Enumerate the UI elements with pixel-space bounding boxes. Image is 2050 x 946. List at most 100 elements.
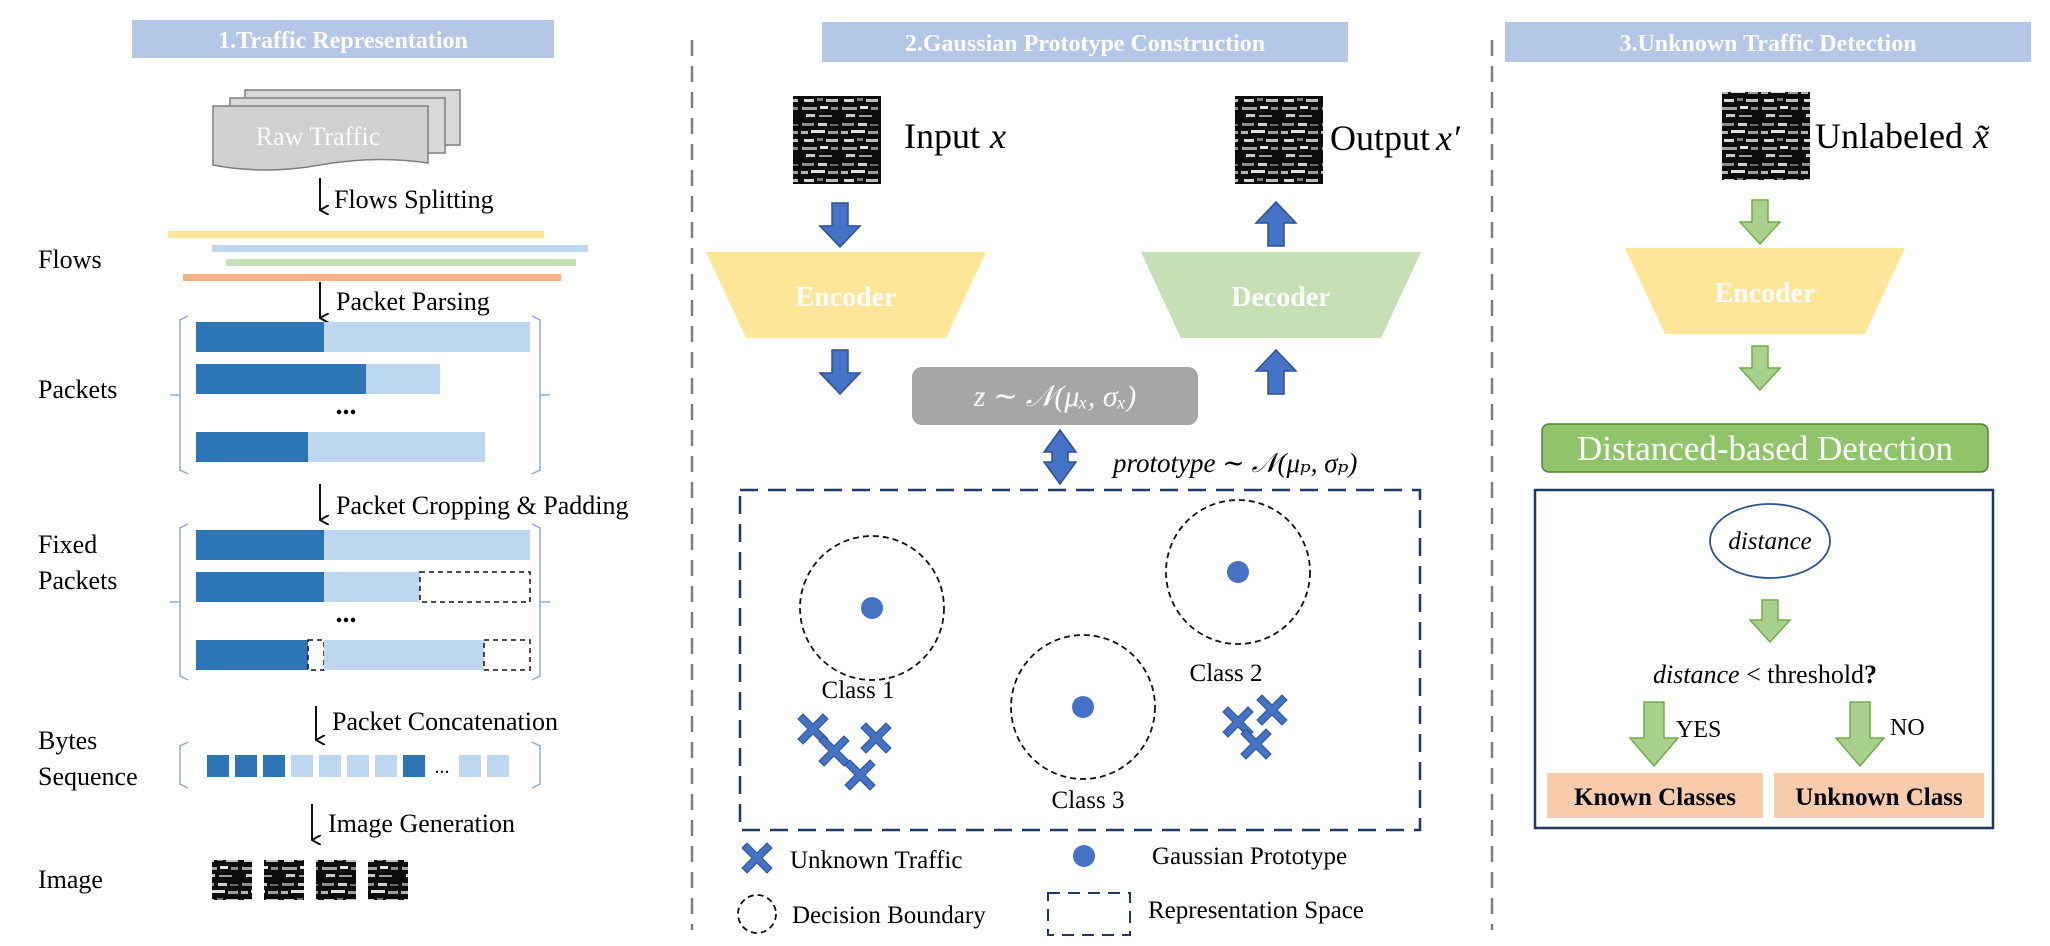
unknown-class-label: Unknown Class xyxy=(1795,784,1963,811)
known-classes-box xyxy=(1547,773,1763,818)
packet-bar-payload xyxy=(308,432,485,462)
input-image xyxy=(793,96,881,184)
arrow-down-icon xyxy=(818,202,862,249)
flow-line xyxy=(226,259,576,266)
unknown-traffic-icon xyxy=(860,722,892,754)
no-arrow-icon xyxy=(1834,701,1886,768)
label-flows: Flows xyxy=(38,245,102,274)
prototype-distribution: prototype ∼ 𝒩(μₚ, σₚ) xyxy=(1111,448,1357,478)
byte-cell xyxy=(375,755,397,777)
section3-header: 3.Unknown Traffic Detection xyxy=(1619,31,1916,57)
output-variable: x′ xyxy=(1435,118,1461,158)
gaussian-prototype-point xyxy=(1227,561,1249,583)
decision-boundary xyxy=(1010,634,1156,780)
traffic-image-thumbnail xyxy=(316,860,356,900)
fixed-bar-padding xyxy=(307,639,325,671)
unknown-traffic-cluster xyxy=(797,694,1288,791)
packet-bars xyxy=(196,322,530,462)
unlabeled-image xyxy=(1722,92,1810,180)
threshold-condition: distance < threshold? xyxy=(1653,660,1877,689)
byte-cell xyxy=(487,755,509,777)
flow-lines xyxy=(168,231,588,281)
packets-ellipsis: ... xyxy=(336,390,357,421)
traffic-image-thumbnail xyxy=(264,860,304,900)
distance-label: distance xyxy=(1728,528,1811,555)
fixed-bar-padding xyxy=(419,571,531,603)
flow-line xyxy=(183,274,561,281)
byte-cell xyxy=(263,755,285,777)
fixed-packets-ellipsis: ... xyxy=(336,598,357,629)
unlabeled-variable: x̃ xyxy=(1972,116,1990,156)
label-bytes: Bytes xyxy=(38,726,97,755)
decision-boundary xyxy=(1165,499,1311,645)
label-fixed-packets: Packets xyxy=(38,566,117,595)
bytes-ellipsis: ... xyxy=(435,756,450,778)
byte-cell xyxy=(207,755,229,777)
label-bytes-sequence: Sequence xyxy=(38,762,138,791)
legend-gaussian-prototype-icon xyxy=(1073,845,1095,867)
detection-frame xyxy=(1533,488,1995,830)
step-image-generation: Image Generation xyxy=(328,809,515,838)
green-arrow-down-icon xyxy=(1738,199,1782,246)
step-cropping-padding: Packet Cropping & Padding xyxy=(336,491,628,520)
green-arrow-down-icon xyxy=(1738,345,1782,392)
class-1-label: Class 1 xyxy=(822,677,895,704)
raw-traffic-label: Raw Traffic xyxy=(256,122,380,151)
arrow-up-icon xyxy=(1254,200,1298,247)
label-fixed: Fixed xyxy=(38,530,97,559)
fixed-bar-header xyxy=(196,640,308,670)
packet-bar-header xyxy=(196,322,324,352)
detection-box xyxy=(1541,423,1989,473)
encoder-shape xyxy=(706,252,986,338)
traffic-images xyxy=(212,860,408,900)
representation-space xyxy=(738,488,1422,832)
section-traffic-representation: 1.Traffic Representation Raw Traffic Flo… xyxy=(38,20,628,900)
byte-cells xyxy=(207,755,509,777)
legend-unknown-traffic: Unknown Traffic xyxy=(790,847,962,874)
gaussian-prototype-point xyxy=(861,597,883,619)
packet-bar-payload xyxy=(366,364,440,394)
legend-decision-boundary-icon xyxy=(737,894,777,934)
fixed-packet-bars xyxy=(196,530,531,671)
packet-bar-header xyxy=(196,364,366,394)
traffic-image-thumbnail xyxy=(212,860,252,900)
packets-bracket xyxy=(170,315,550,475)
byte-cell xyxy=(403,755,425,777)
encoder-label: Encoder xyxy=(795,282,896,313)
packet-bar-payload xyxy=(324,322,530,352)
unknown-traffic-icon xyxy=(818,735,850,767)
unknown-traffic-icon xyxy=(844,759,876,791)
unknown-traffic-icon xyxy=(1256,694,1288,726)
output-image xyxy=(1235,96,1323,184)
section2-header-bg xyxy=(822,22,1348,62)
unknown-class-box xyxy=(1774,773,1984,818)
section2-header: 2.Gaussian Prototype Construction xyxy=(905,31,1265,57)
decoder-label: Decoder xyxy=(1231,282,1331,313)
step-packet-parsing: Packet Parsing xyxy=(336,287,490,316)
byte-cell xyxy=(319,755,341,777)
section1-header: 1.Traffic Representation xyxy=(218,28,468,54)
input-variable: x xyxy=(989,116,1006,156)
legend-unknown-traffic-icon xyxy=(741,842,773,874)
traffic-image-thumbnail xyxy=(368,860,408,900)
section1-header-bg xyxy=(132,20,554,58)
yes-label: YES xyxy=(1676,717,1721,743)
decoder-shape xyxy=(1141,252,1421,338)
packet-bar-header xyxy=(196,432,308,462)
fixed-packets-bracket xyxy=(170,523,550,681)
legend-decision-boundary: Decision Boundary xyxy=(792,902,986,929)
unknown-traffic-icon xyxy=(797,713,829,745)
byte-cell xyxy=(459,755,481,777)
byte-cell xyxy=(235,755,257,777)
decision-boundary xyxy=(799,535,945,681)
step-flows-splitting: Flows Splitting xyxy=(334,185,494,214)
legend-representation-space-icon xyxy=(1047,892,1131,936)
section3-header-bg xyxy=(1505,22,2031,62)
fixed-bar-payload xyxy=(324,530,530,560)
gaussian-prototype-point xyxy=(1072,696,1094,718)
